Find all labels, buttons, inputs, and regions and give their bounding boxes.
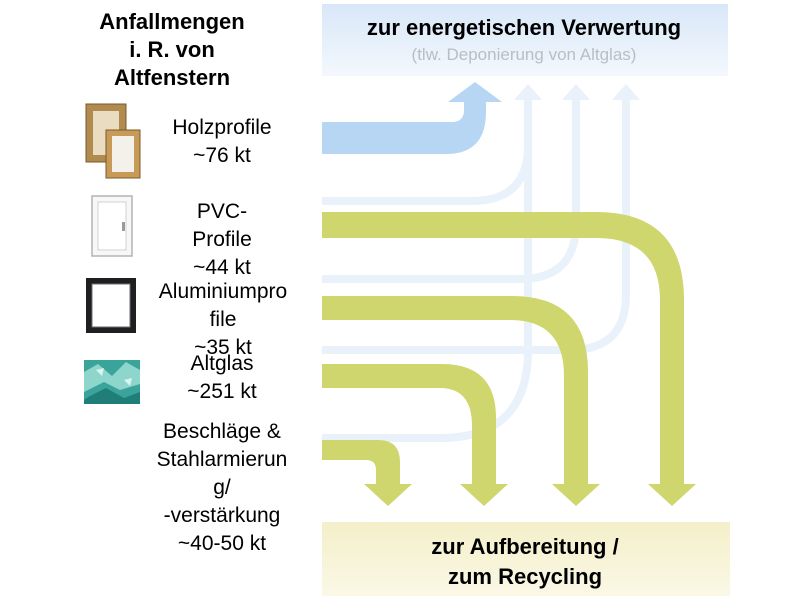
recycling-title-line-1: zur Aufbereitung / bbox=[431, 534, 619, 559]
label-line: PVC- bbox=[196, 200, 248, 223]
energy-recovery-title: zur energetischen Verwertung bbox=[366, 15, 682, 40]
faint-arrowhead bbox=[612, 84, 640, 100]
aluminium-window-icon bbox=[86, 278, 136, 333]
energy-recovery-subtitle: (tlw. Deponierung von Altglas) bbox=[411, 45, 637, 64]
label-line: Profile bbox=[192, 228, 252, 251]
label-line: ~40-50 kt bbox=[177, 532, 267, 555]
label-line: Aluminiumpro bbox=[158, 280, 288, 303]
pvc-recycling-flow bbox=[322, 212, 696, 506]
recycling-flows bbox=[322, 212, 696, 506]
fittings-label: Beschläge & Stahlarmierun g/ -verstärkun… bbox=[140, 418, 304, 558]
heading-line-2: i. R. von bbox=[129, 37, 215, 62]
recycling-box bbox=[322, 522, 730, 596]
wood-energy-flow bbox=[322, 82, 502, 154]
quantities-heading: Anfallmengen i. R. von Altfenstern bbox=[62, 8, 282, 92]
energy-recovery-box bbox=[322, 4, 728, 76]
label-line: file bbox=[209, 308, 237, 331]
label-line: Stahlarmierun bbox=[156, 448, 288, 471]
fittings-recycling-flow bbox=[322, 440, 412, 506]
label-line: Beschläge & bbox=[163, 420, 281, 443]
fittings-energy-flow bbox=[322, 100, 532, 442]
label-line: -verstärkung bbox=[163, 504, 281, 527]
aluminium-recycling-flow bbox=[322, 296, 600, 506]
glass-recycling-flow bbox=[322, 364, 508, 506]
recycling-title-line-2: zum Recycling bbox=[447, 564, 603, 589]
label-line: ~251 kt bbox=[187, 380, 257, 403]
waste-glass-icon bbox=[84, 360, 140, 404]
wooden-window-icon bbox=[85, 103, 141, 179]
recycling-title: zur Aufbereitung / zum Recycling bbox=[322, 532, 728, 592]
heading-line-1: Anfallmengen bbox=[99, 9, 245, 34]
label-line: Holzprofile bbox=[172, 116, 272, 139]
faint-arrowhead bbox=[562, 84, 590, 100]
label-line: Altglas bbox=[190, 352, 254, 375]
pvc-window-icon bbox=[91, 195, 133, 257]
aluminium-profiles-label: Aluminiumpro file ~35 kt bbox=[144, 278, 302, 362]
label-line: ~44 kt bbox=[193, 256, 251, 279]
label-line: ~35 kt bbox=[194, 336, 252, 359]
faint-arrowhead bbox=[514, 84, 542, 100]
label-line: ~76 kt bbox=[193, 144, 251, 167]
pvc-profiles-label: PVC- Profile ~44 kt bbox=[152, 198, 292, 282]
heading-line-3: Altfenstern bbox=[113, 65, 231, 90]
waste-glass-label: Altglas ~251 kt bbox=[152, 350, 292, 406]
faint-energy-arrowheads bbox=[514, 84, 640, 100]
label-line: g/ bbox=[213, 476, 231, 499]
wood-profiles-label: Holzprofile ~76 kt bbox=[152, 114, 292, 170]
